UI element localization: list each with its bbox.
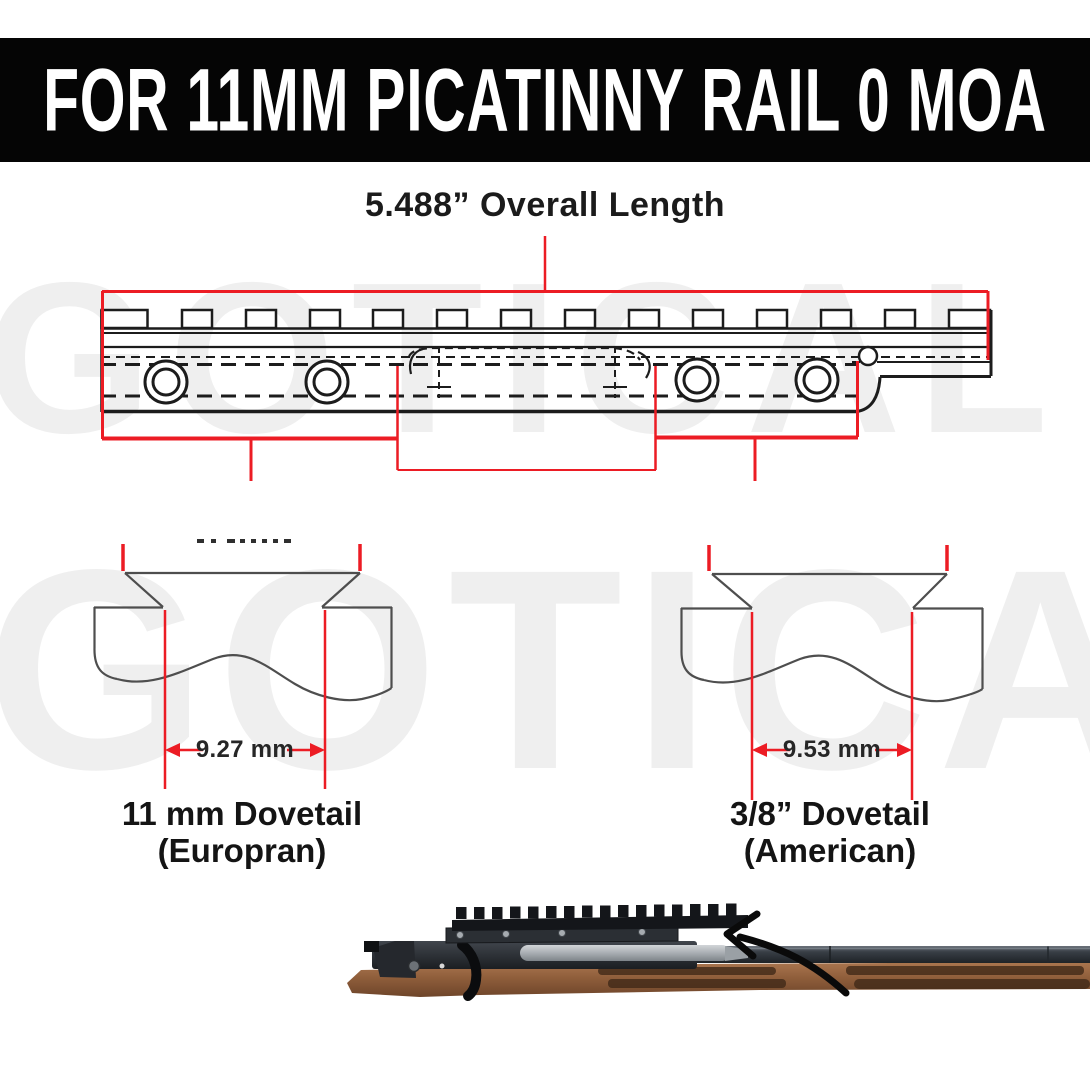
rail-teeth (100, 308, 992, 330)
stock-checkering (598, 966, 1090, 989)
screw-holes (143, 357, 840, 405)
overall-length-label: 5.488” Overall Length (364, 186, 726, 224)
overall-length-annotation (101, 236, 990, 481)
page-title: FOR 11MM PICATINNY RAIL 0 MOA (43, 49, 1047, 150)
dovetail-right-label: 3/8” Dovetail (American) (660, 795, 1000, 870)
bolt-handle (457, 940, 482, 1001)
dovetail-right-subtitle: (American) (743, 831, 917, 869)
bolt-cylinder (520, 945, 730, 961)
dovetail-left-drawing (93, 544, 393, 789)
title-banner: FOR 11MM PICATINNY RAIL 0 MOA (0, 38, 1090, 162)
pointer-arrow-icon (723, 910, 850, 997)
dovetail-right-title: 3/8” Dovetail (730, 795, 930, 832)
dovetail-left-subtitle: (Europran) (157, 831, 327, 869)
rifle-photo (347, 903, 1090, 1001)
recoil-pin-detail (857, 345, 879, 367)
mounted-rail (452, 903, 748, 931)
dovetail-left-label: 11 mm Dovetail (Europran) (72, 795, 412, 870)
dovetail-right-dimension: 9.53 mm (782, 736, 882, 763)
dovetail-left-dimension: 9.27 mm (195, 736, 295, 763)
dovetail-left-title: 11 mm Dovetail (121, 795, 363, 832)
erased-text-artifact (197, 539, 291, 543)
rail-drawing (100, 308, 993, 414)
dovetail-right-drawing (680, 545, 984, 800)
